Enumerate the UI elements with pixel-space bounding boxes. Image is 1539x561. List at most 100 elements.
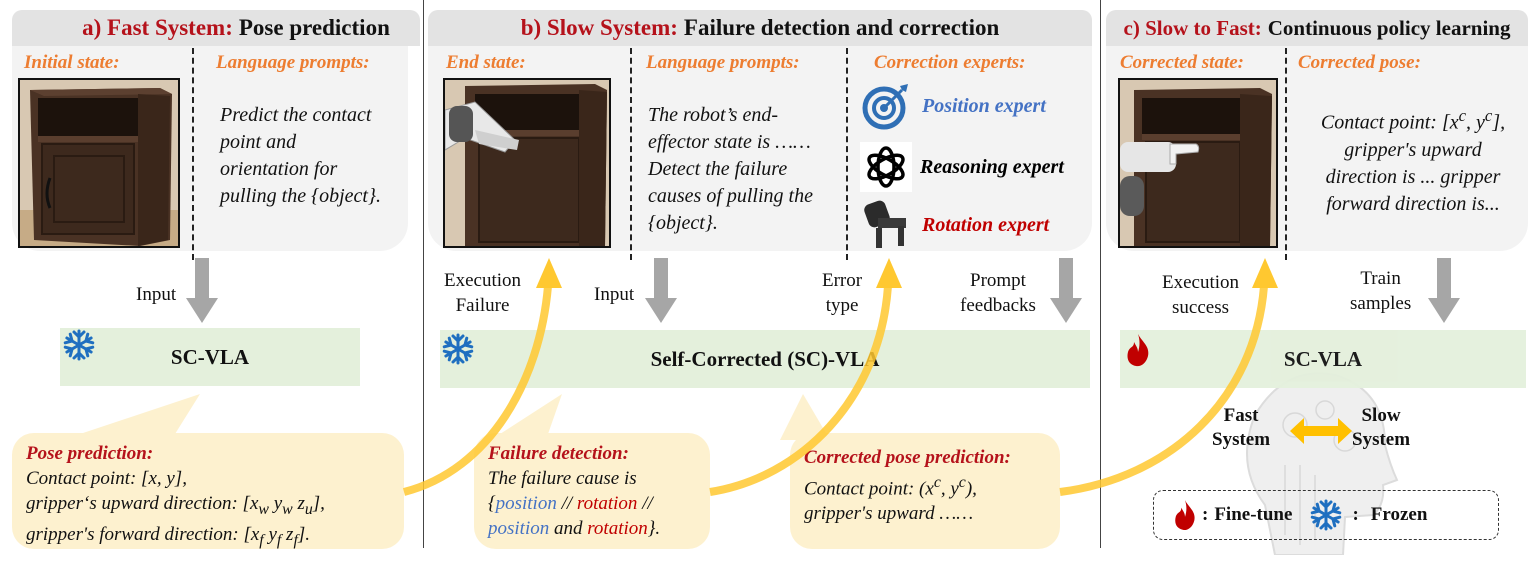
panel-c-divider: [1285, 48, 1287, 260]
failure-detection-bubble: Failure detection: The failure cause is …: [474, 433, 710, 549]
text: {: [488, 493, 496, 514]
openai-logo-icon: [860, 142, 912, 192]
text: , y: [1466, 111, 1485, 134]
end-state-label: End state:: [446, 52, 526, 73]
subscript: f: [259, 531, 264, 549]
pose-prediction-title: Pose prediction:: [26, 443, 154, 464]
text: Fast: [1223, 405, 1259, 426]
text: gripper‘s upward direction: [x: [26, 493, 259, 514]
panel-separator-bc: [1100, 0, 1101, 548]
snowflake-icon: [1310, 499, 1343, 531]
train-samples-label: Train samples: [1350, 266, 1411, 316]
text: y: [268, 493, 283, 514]
arrowhead: [876, 258, 902, 288]
text: , y: [940, 478, 959, 500]
panel-a-input-label: Input: [136, 284, 177, 305]
rotation-expert: Rotation expert: [860, 198, 1049, 252]
rotation-option: rotation: [576, 493, 638, 514]
text: feedbacks: [960, 295, 1036, 316]
rotation-expert-label: Rotation expert: [922, 213, 1050, 236]
text: Contact point: (x: [804, 478, 934, 500]
text: z: [292, 493, 305, 514]
panel-a-prompt: Predict the contact point and orientatio…: [220, 102, 405, 210]
corrected-state-image: [1118, 78, 1278, 248]
initial-state-image: [18, 78, 180, 248]
text: System: [1352, 429, 1411, 450]
failure-options-line-2: position and rotation}.: [488, 516, 696, 541]
rotation-option: rotation: [587, 518, 648, 539]
position-option: position: [488, 518, 550, 539]
failure-cause-line: The failure cause is: [488, 468, 637, 489]
legend-separator: :: [1352, 504, 1359, 525]
bidirectional-arrow-icon: [1290, 418, 1352, 449]
panel-a-model-name: SC-VLA: [170, 344, 250, 369]
prompt-line: causes of pulling the: [648, 185, 813, 207]
language-prompts-label-b: Language prompts:: [646, 52, 800, 73]
panel-a-title-text: Pose prediction: [238, 15, 390, 40]
language-prompts-label-a: Language prompts:: [216, 52, 370, 73]
superscript: c: [1484, 106, 1493, 125]
panel-b-model-bar: Self-Corrected (SC)-VLA: [440, 330, 1090, 388]
panel-b-prompt: The robot’s end- effector state is …… De…: [648, 102, 843, 237]
pose-line: direction is ... gripper: [1325, 165, 1501, 188]
upward-direction-line: gripper‘s upward direction: [xw yw zu],: [26, 491, 390, 522]
panel-b-divider-2: [846, 48, 848, 260]
panel-c-model-bar: SC-VLA: [1120, 330, 1526, 388]
prompt-line: The robot’s end-: [648, 104, 778, 126]
text: Prompt: [970, 270, 1026, 291]
subscript: w: [258, 500, 269, 518]
subscript: f: [276, 531, 282, 549]
legend: : Fine-tune : Frozen: [1153, 490, 1499, 540]
prompt-line: {object}.: [648, 212, 718, 234]
legend-finetune-label: Fine-tune: [1214, 504, 1293, 525]
execution-failure-label: Execution Failure: [444, 268, 521, 318]
text: //: [556, 493, 577, 514]
text: ].: [297, 523, 311, 545]
panel-c-title-prefix: c) Slow to Fast:: [1123, 15, 1262, 40]
forward-direction-line: gripper's forward direction: [xf yf zf].: [26, 522, 390, 553]
corrected-pose-text: Contact point: [xc, yc], gripper's upwar…: [1298, 102, 1528, 218]
corrected-contact-line: Contact point: (xc, yc),: [804, 470, 1046, 501]
panel-c-title: c) Slow to Fast: Continuous policy learn…: [1106, 10, 1528, 46]
reasoning-expert-label: Reasoning expert: [920, 155, 1064, 178]
subscript: w: [282, 500, 293, 518]
text: //: [637, 493, 653, 514]
panel-b-title: b) Slow System: Failure detection and co…: [428, 10, 1092, 46]
initial-state-label: Initial state:: [24, 52, 120, 73]
robot-cabinet-corrected-photo-icon: [1120, 80, 1276, 246]
text: Train: [1360, 268, 1401, 289]
panel-a-title-prefix: a) Fast System:: [82, 15, 233, 40]
subscript: u: [304, 500, 313, 518]
superscript: c: [1458, 106, 1467, 125]
text: ],: [1492, 111, 1506, 134]
panel-a-model-bar: SC-VLA: [60, 328, 360, 386]
input-arrow-a: [186, 258, 218, 323]
position-expert-label: Position expert: [922, 94, 1046, 117]
text: Error: [822, 270, 863, 291]
prompt-line: effector state is ……: [648, 131, 811, 153]
robot-cabinet-photo-icon: [445, 80, 609, 246]
panel-b-title-text: Failure detection and correction: [683, 15, 1000, 40]
corrected-pose-bubble: Corrected pose prediction: Contact point…: [790, 433, 1060, 549]
text: y: [263, 523, 277, 545]
cabinet-photo-icon: [20, 80, 178, 246]
text: Slow: [1361, 405, 1401, 426]
panel-b-divider-1: [630, 48, 632, 260]
prompt-line: pulling the {object}.: [220, 185, 381, 207]
text: and: [549, 518, 588, 539]
corrected-contact-line: Contact point: [xc, yc],: [1298, 102, 1528, 137]
failure-bubble-pointer: [500, 394, 562, 434]
pose-prediction-bubble: Pose prediction: Contact point: [x, y], …: [12, 433, 404, 549]
text: gripper's forward direction: [x: [26, 523, 260, 545]
target-icon: [862, 84, 908, 130]
text: type: [825, 295, 859, 316]
failure-detection-title: Failure detection:: [488, 443, 629, 464]
robot-gripper-icon: [864, 200, 906, 248]
flame-icon: [1175, 500, 1195, 531]
pose-bubble-pointer: [80, 394, 200, 434]
position-option: position: [495, 493, 557, 514]
prompt-line: Predict the contact: [220, 104, 372, 126]
input-arrow-b: [645, 258, 677, 323]
text: success: [1172, 297, 1229, 318]
panel-c-model-name: SC-VLA: [1283, 346, 1363, 371]
